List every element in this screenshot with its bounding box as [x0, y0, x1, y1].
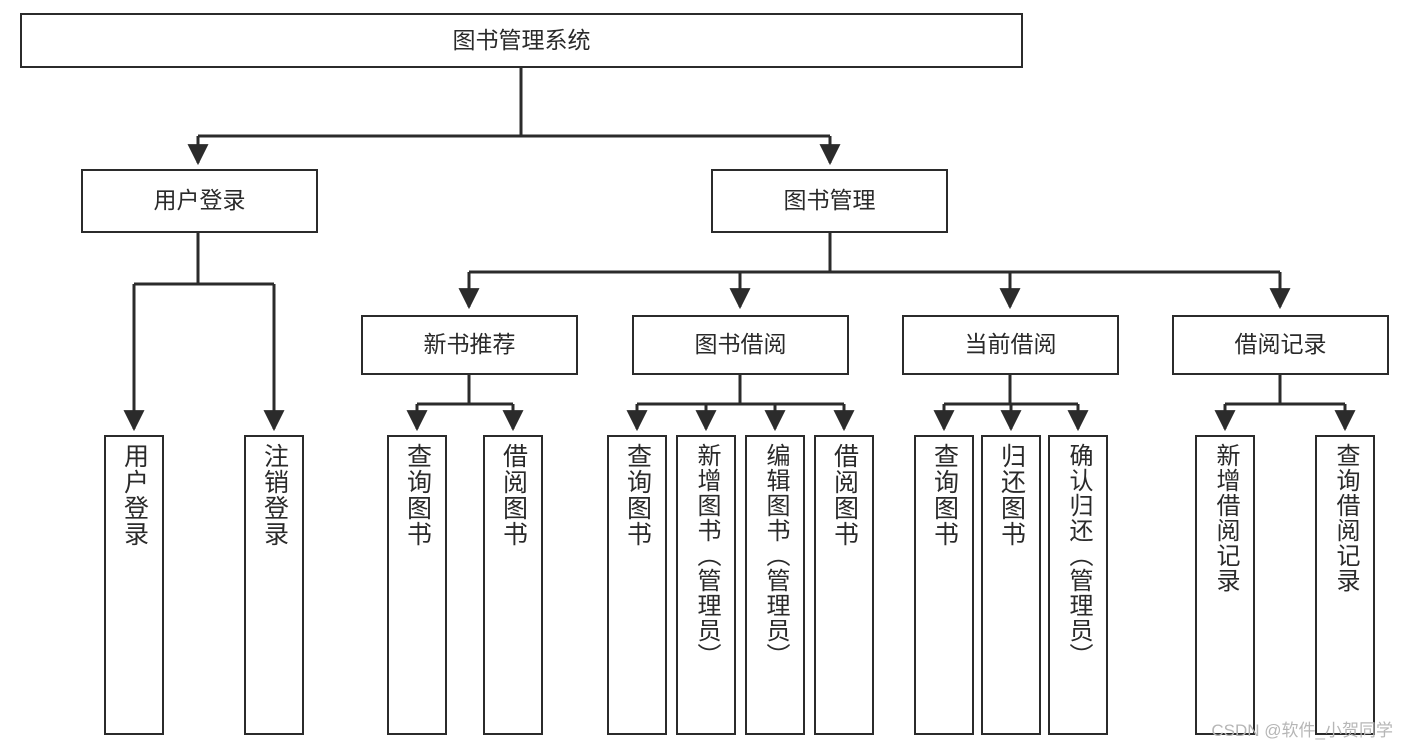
- node-borrow-record[interactable]: 借阅记录: [1172, 315, 1389, 375]
- node-leaf-return-book[interactable]: 归还图书: [981, 435, 1041, 735]
- node-new-book-recommend[interactable]: 新书推荐: [361, 315, 578, 375]
- watermark-text: CSDN @软件_小贺同学: [1211, 721, 1393, 740]
- node-leaf-borrow-book-2[interactable]: 借阅图书: [814, 435, 874, 735]
- node-leaf-return-book-label: 归还图书: [997, 443, 1026, 547]
- node-book-borrow[interactable]: 图书借阅: [632, 315, 849, 375]
- node-book-manage[interactable]: 图书管理: [711, 169, 948, 233]
- node-book-manage-label: 图书管理: [783, 187, 876, 214]
- node-leaf-borrow-book-2-label: 借阅图书: [830, 443, 859, 547]
- node-root-label: 图书管理系统: [452, 26, 591, 53]
- node-leaf-add-record-label: 新增借阅记录: [1212, 443, 1239, 593]
- node-leaf-user-login-label: 用户登录: [120, 443, 149, 547]
- node-leaf-query-book-2-label: 查询图书: [623, 443, 652, 547]
- node-user-login-label: 用户登录: [153, 187, 246, 214]
- node-leaf-add-book[interactable]: 新增图书（管理员）: [676, 435, 736, 735]
- node-leaf-query-book-2[interactable]: 查询图书: [607, 435, 667, 735]
- node-leaf-query-book-1-label: 查询图书: [403, 443, 432, 547]
- node-leaf-logout-login-label: 注销登录: [260, 443, 289, 547]
- node-leaf-borrow-book-1-label: 借阅图书: [499, 443, 528, 547]
- node-user-login[interactable]: 用户登录: [81, 169, 318, 233]
- node-leaf-confirm-return[interactable]: 确认归还（管理员）: [1048, 435, 1108, 735]
- node-leaf-logout-login[interactable]: 注销登录: [244, 435, 304, 735]
- node-current-borrow[interactable]: 当前借阅: [902, 315, 1119, 375]
- node-leaf-edit-book-label: 编辑图书（管理员）: [762, 443, 789, 668]
- node-leaf-user-login[interactable]: 用户登录: [104, 435, 164, 735]
- node-new-book-recommend-label: 新书推荐: [423, 331, 516, 358]
- node-leaf-edit-book[interactable]: 编辑图书（管理员）: [745, 435, 805, 735]
- node-leaf-query-record-label: 查询借阅记录: [1332, 443, 1359, 593]
- node-leaf-query-book-3[interactable]: 查询图书: [914, 435, 974, 735]
- node-leaf-query-book-3-label: 查询图书: [930, 443, 959, 547]
- node-leaf-query-book-1[interactable]: 查询图书: [387, 435, 447, 735]
- node-root[interactable]: 图书管理系统: [20, 13, 1023, 68]
- node-leaf-borrow-book-1[interactable]: 借阅图书: [483, 435, 543, 735]
- node-leaf-confirm-return-label: 确认归还（管理员）: [1065, 443, 1092, 668]
- node-leaf-add-book-label: 新增图书（管理员）: [693, 443, 720, 668]
- node-book-borrow-label: 图书借阅: [694, 331, 787, 358]
- node-leaf-add-record[interactable]: 新增借阅记录: [1195, 435, 1255, 735]
- node-borrow-record-label: 借阅记录: [1234, 331, 1327, 358]
- node-leaf-query-record[interactable]: 查询借阅记录: [1315, 435, 1375, 735]
- node-current-borrow-label: 当前借阅: [964, 331, 1057, 358]
